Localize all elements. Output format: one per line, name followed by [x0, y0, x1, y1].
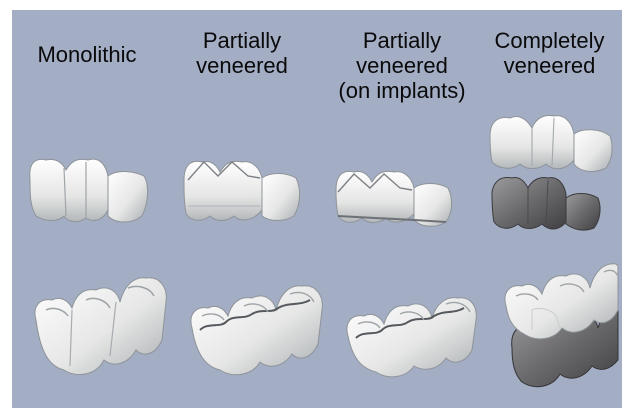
figure-panel: Monolithic Partially veneered Partially … [12, 10, 622, 408]
bridge-completely-veneered-framework-front [492, 177, 600, 230]
bridge-partially-veneered-front [184, 161, 300, 220]
bridge-completely-veneered-veneer-front [490, 116, 612, 172]
bridge-monolithic-front [30, 159, 148, 222]
bridge-monolithic-oblique [35, 278, 166, 375]
dental-bridges-illustration [12, 10, 622, 408]
bridge-partially-veneered-implants-front [336, 171, 452, 226]
bridge-partially-veneered-implants-oblique [347, 298, 476, 377]
bridge-partially-veneered-oblique [191, 286, 322, 375]
